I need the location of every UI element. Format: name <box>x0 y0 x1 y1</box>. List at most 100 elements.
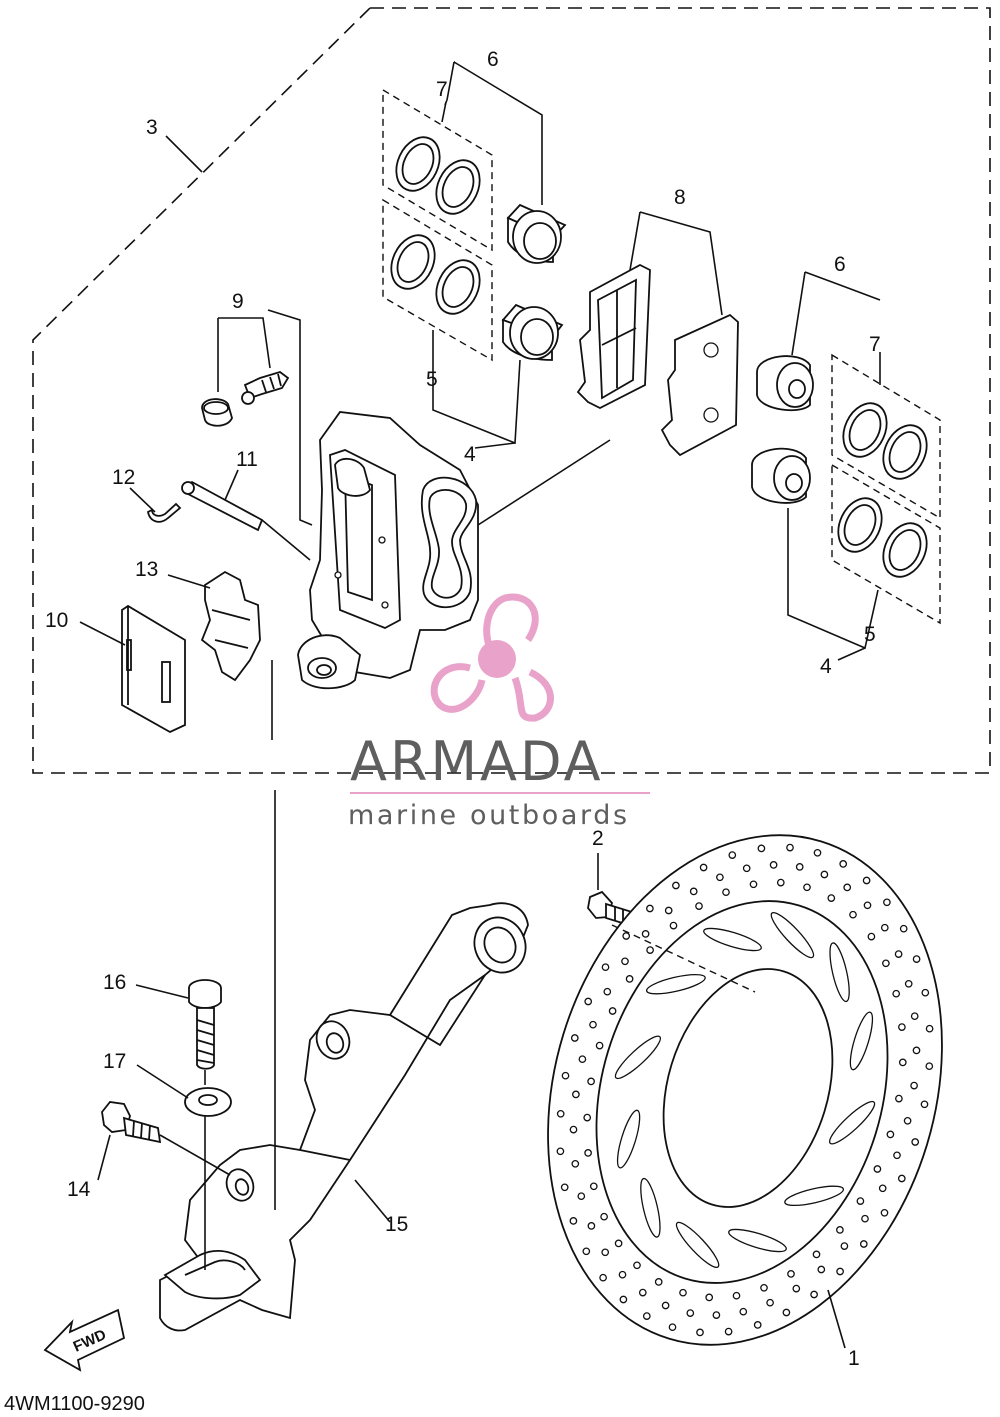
disc-hole <box>603 987 612 996</box>
disc-slot <box>675 1221 720 1269</box>
disc-hole <box>912 1046 921 1055</box>
disc-hole <box>861 1214 869 1223</box>
callout-4-right: 4 <box>820 655 832 678</box>
disc-hole <box>633 1261 641 1270</box>
disc-slot <box>829 942 850 1003</box>
disc-hole <box>769 861 778 869</box>
disc-hole <box>903 1116 912 1125</box>
callout-16: 16 <box>103 971 126 994</box>
disc-hole <box>672 881 680 890</box>
disc-hole <box>732 1291 741 1300</box>
disc-hole <box>724 1327 733 1336</box>
disc-hole <box>679 1288 687 1297</box>
brand-tagline: marine outboards <box>348 800 630 831</box>
callout-10: 10 <box>45 609 68 632</box>
pistons-lower-set <box>751 355 814 504</box>
disc-hole <box>912 955 921 963</box>
disc-hole <box>925 1062 934 1071</box>
disc-slot <box>616 1109 641 1169</box>
disc-slot <box>828 1100 876 1145</box>
disc-hole <box>584 997 593 1006</box>
disc-hole <box>739 1307 748 1316</box>
disc-hole <box>578 1055 587 1064</box>
disc-hole <box>622 932 631 940</box>
disc-hole <box>589 1020 597 1029</box>
disc-hole <box>820 870 829 879</box>
disc-slot <box>640 1177 661 1238</box>
disc-hole <box>766 1298 774 1307</box>
propeller-logo-icon <box>430 593 554 722</box>
brand-name: ARMADA <box>350 730 604 793</box>
disc-hole <box>795 863 804 871</box>
disc-hole <box>862 876 871 885</box>
disc-hole <box>621 957 629 966</box>
caliper-assembly-boundary <box>32 7 991 774</box>
disc-hole <box>827 894 836 902</box>
disc-hole <box>911 1138 920 1146</box>
disc-hole <box>760 1283 768 1292</box>
disc-hole <box>601 1248 610 1257</box>
disc-hole <box>867 932 876 941</box>
callout-6-upper: 6 <box>487 48 499 71</box>
disc-hole <box>904 979 913 988</box>
disc-hole <box>893 1151 901 1160</box>
pad-shim <box>121 604 186 734</box>
callout-9: 9 <box>232 290 244 313</box>
disc-hole <box>625 975 634 983</box>
disc-hole <box>878 1184 887 1193</box>
disc-hole <box>749 880 758 889</box>
disc-hole <box>810 1290 818 1299</box>
disc-hole <box>892 989 901 998</box>
disc-hole <box>925 1024 934 1033</box>
propeller-hub <box>478 640 516 678</box>
disc-hole <box>686 1309 695 1317</box>
callout-13: 13 <box>135 558 158 581</box>
disc-hole <box>571 1159 580 1168</box>
disc-hole <box>910 1012 919 1021</box>
disc-hole <box>669 921 678 930</box>
disc-hole <box>776 878 785 887</box>
callout-14: 14 <box>67 1178 91 1201</box>
disc-hole <box>883 898 891 907</box>
disc-hole <box>595 1041 604 1050</box>
disc-hole <box>863 901 872 910</box>
seal-kit-right <box>831 353 941 625</box>
disc-hole <box>803 883 811 892</box>
callout-5-right: 5 <box>864 623 876 646</box>
disc-slot <box>728 1228 787 1253</box>
callout-4-left: 4 <box>464 443 476 466</box>
disc-hole <box>897 1174 906 1183</box>
bolt-14 <box>101 1101 162 1144</box>
disc-slot <box>770 911 815 959</box>
disc-hole <box>577 1192 586 1201</box>
disc-hole <box>873 1165 882 1173</box>
disc-slot <box>784 1185 845 1207</box>
fwd-arrow: FWD <box>43 1308 126 1372</box>
disc-hole <box>716 873 724 882</box>
disc-hole <box>840 1242 849 1250</box>
disc-hole <box>898 1058 907 1067</box>
disc-hole <box>572 1090 580 1099</box>
disc-hole <box>614 1239 623 1248</box>
disc-hole <box>664 906 673 915</box>
disc-hole <box>705 1293 714 1302</box>
disc-hole <box>695 902 703 910</box>
disc-hole <box>817 1265 826 1274</box>
disc-hole <box>638 1288 647 1297</box>
brand-divider <box>350 792 650 794</box>
seal-kit-left <box>382 88 493 362</box>
disc-hole <box>699 863 708 872</box>
bleed-screw-set <box>201 371 290 427</box>
disc-hole <box>921 988 930 997</box>
disc-hole <box>689 887 698 896</box>
disc-hole <box>668 1323 677 1332</box>
drawing-code: 4WM1100-9290 <box>4 1393 145 1415</box>
callout-1: 1 <box>848 1347 860 1370</box>
disc-hole <box>898 1023 906 1031</box>
disc-hole <box>856 1197 865 1205</box>
disc-hole <box>753 1321 762 1329</box>
disc-hole <box>570 1034 579 1042</box>
disc-hole <box>880 1208 889 1217</box>
callout-5-left: 5 <box>426 368 438 391</box>
disc-hole <box>584 1149 592 1157</box>
